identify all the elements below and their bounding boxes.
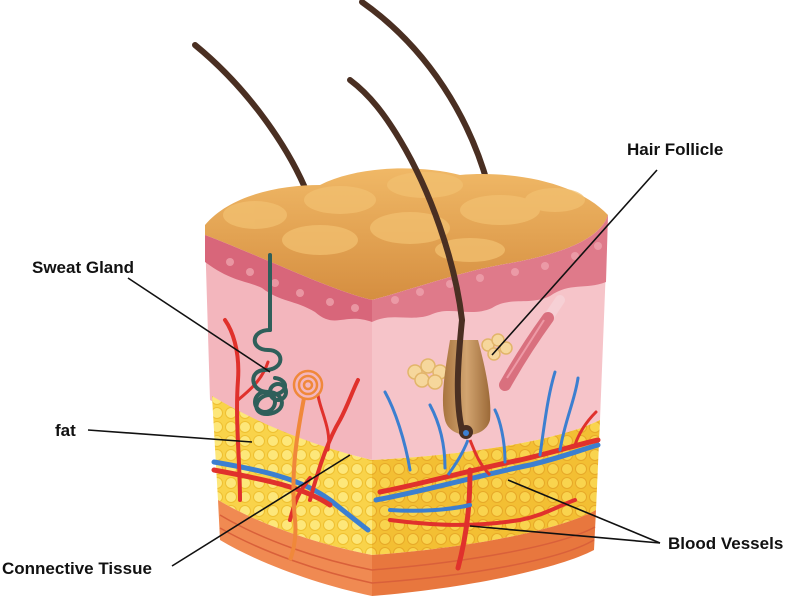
pacinian-corpuscle: [288, 369, 324, 561]
epidermis-bumps: [223, 172, 585, 262]
leader-line-hair-follicle: [491, 169, 658, 356]
leader-line-fat: [87, 429, 253, 443]
arrector-pili-muscle: [499, 295, 565, 391]
papillary-layer-right: [372, 215, 608, 322]
sebaceous-glands: [407, 333, 513, 390]
label-sweat-gland: Sweat Gland: [32, 258, 135, 277]
leader-line-connective-tissue: [171, 454, 351, 567]
leader-line-blood-vessels-b: [469, 525, 661, 544]
hair-strand-center: [347, 77, 465, 323]
hair-strand-right: [359, 0, 491, 188]
leader-lines: [87, 169, 661, 567]
leader-line-blood-vessels-a: [507, 479, 661, 544]
leader-line-sweat-gland: [127, 277, 271, 373]
label-connective-tissue: Connective Tissue: [2, 559, 152, 578]
connective-stripes: [219, 514, 596, 584]
label-fat: fat: [55, 421, 76, 440]
hair-follicle: [442, 319, 492, 477]
hair-strand-left: [192, 42, 311, 198]
label-blood-vessels: Blood Vessels: [668, 534, 784, 553]
papillary-texture: [226, 242, 602, 312]
blood-vessels-right: [373, 370, 601, 571]
sweat-gland: [251, 253, 288, 416]
label-hair-follicle: Hair Follicle: [627, 140, 724, 159]
